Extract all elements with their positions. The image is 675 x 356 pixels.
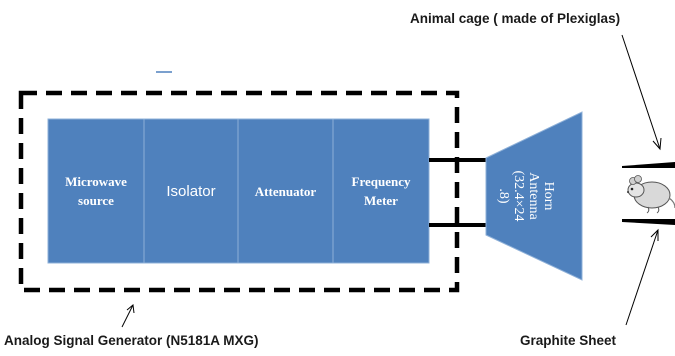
frequency-meter-block (332, 118, 430, 264)
isolator-block (143, 118, 239, 264)
cage-arrow (621, 34, 662, 151)
animal-cage-label: Animal cage ( made of Plexiglas) (410, 11, 621, 26)
graphite-sheet-top (622, 162, 675, 168)
generator-arrow (121, 304, 135, 328)
horn-antenna (485, 111, 583, 281)
graphite-sheet-bottom (622, 219, 675, 225)
graphite-arrow (625, 228, 659, 326)
horn-antenna-label: Horn Antenna (32.4×24 .8) (496, 170, 556, 222)
generator-label: Analog Signal Generator (N5181A MXG) (4, 333, 259, 348)
graphite-sheet-label: Graphite Sheet (520, 333, 617, 348)
rat-icon (627, 175, 675, 214)
isolator-label: Isolator (166, 182, 216, 200)
generator-enclosure (18, 90, 460, 293)
attenuator-label: Attenuator (254, 183, 317, 199)
